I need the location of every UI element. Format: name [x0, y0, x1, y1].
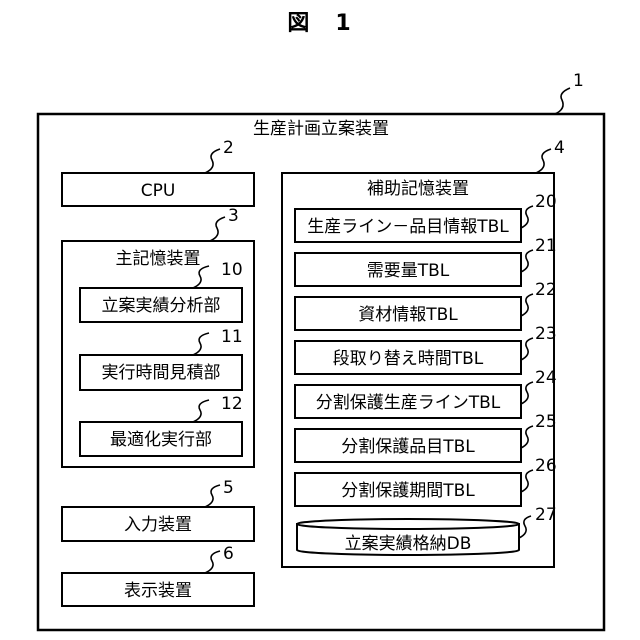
protected-period-table-ref: 26	[535, 456, 557, 476]
main-memory-label: 主記憶装置	[116, 249, 201, 269]
protected-line-table-ref: 24	[535, 368, 557, 388]
aux-storage-label: 補助記憶装置	[367, 179, 469, 199]
optimization-unit-ref: 12	[221, 394, 243, 414]
protected-item-table-ref: 25	[535, 412, 557, 432]
line-item-table-label: 生産ライン－品目情報TBL	[307, 217, 509, 237]
changeover-table-ref: 23	[535, 324, 557, 344]
demand-table-label: 需要量TBL	[367, 261, 450, 281]
estimation-unit-label: 実行時間見積部	[102, 363, 221, 383]
figure-title: 図 1	[287, 11, 352, 36]
protected-item-table-label: 分割保護品目TBL	[341, 437, 475, 457]
protected-period-table-label: 分割保護期間TBL	[341, 481, 475, 501]
apparatus-ref: 1	[573, 71, 584, 91]
demand-table-ref: 21	[535, 236, 557, 256]
analysis-unit-label: 立案実績分析部	[102, 296, 221, 316]
database-ref: 27	[535, 505, 557, 525]
input-device-ref: 5	[223, 478, 234, 498]
aux-storage-ref: 4	[554, 138, 565, 158]
optimization-unit-label: 最適化実行部	[110, 430, 212, 450]
apparatus-label: 生産計画立案装置	[253, 119, 389, 139]
database-label: 立案実績格納DB	[345, 534, 472, 554]
estimation-unit-ref: 11	[221, 327, 243, 347]
changeover-table-label: 段取り替え時間TBL	[333, 349, 484, 369]
analysis-unit-ref: 10	[221, 260, 243, 280]
material-table-label: 資材情報TBL	[358, 305, 458, 325]
display-device-label: 表示装置	[124, 581, 192, 601]
cpu-label: CPU	[141, 181, 176, 201]
input-device-label: 入力装置	[124, 515, 192, 535]
material-table-ref: 22	[535, 280, 557, 300]
cpu-ref: 2	[223, 138, 234, 158]
display-device-ref: 6	[223, 544, 234, 564]
main-memory-ref: 3	[228, 206, 239, 226]
apparatus-leader	[555, 88, 570, 114]
line-item-table-ref: 20	[535, 192, 557, 212]
protected-line-table-label: 分割保護生産ラインTBL	[316, 393, 501, 413]
